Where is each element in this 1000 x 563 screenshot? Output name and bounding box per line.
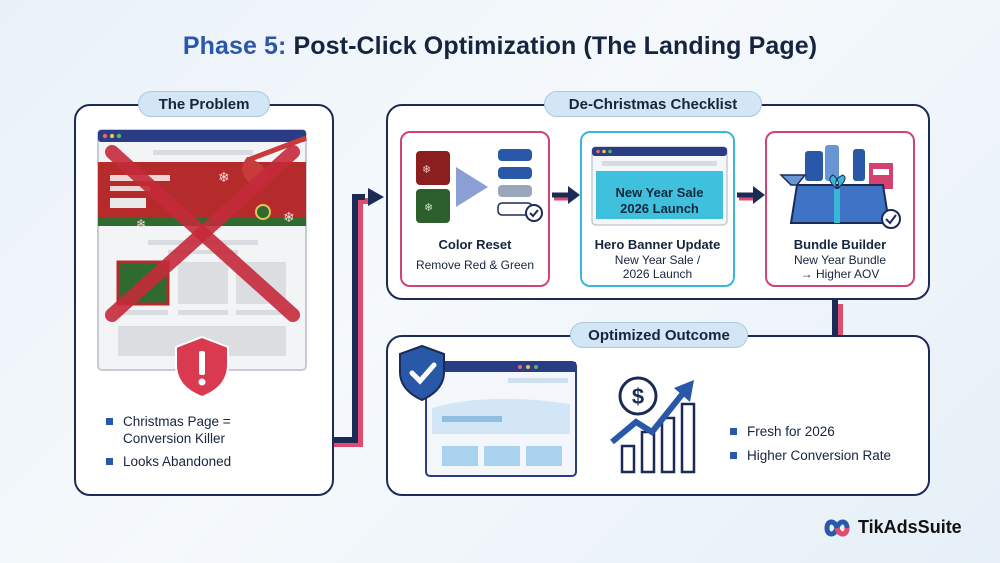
svg-text:❄: ❄	[424, 202, 433, 214]
outcome-bullet: Fresh for 2026	[730, 423, 920, 440]
cross-mark-line	[105, 145, 300, 322]
nav-line	[153, 150, 253, 155]
transform-arrow	[456, 167, 488, 207]
bottle-icon	[853, 149, 865, 181]
title-text: Post-Click Optimization (The Landing Pag…	[286, 32, 818, 60]
card-subtitle: Remove Red & Green	[415, 258, 535, 272]
problem-label: The Problem	[138, 91, 270, 117]
card-subtitle: New Year Sale /	[614, 253, 701, 267]
ornament-icon	[255, 204, 271, 220]
content-line	[236, 310, 286, 315]
bullet-marker	[106, 458, 113, 465]
bundle-box-illustration	[779, 145, 901, 229]
window-dot-red	[102, 133, 108, 139]
checklist-label: De-Christmas Checklist	[544, 91, 762, 117]
dollar-coin-icon	[618, 376, 658, 416]
bottle-icon	[805, 151, 823, 181]
outcome-label: Optimized Outcome	[570, 322, 748, 348]
bullet-text: Christmas Page = Conversion Killer	[123, 414, 231, 446]
content-line	[178, 310, 228, 315]
christmas-page-illustration: ❄ ❄ ❄	[97, 129, 307, 371]
browser-bar	[98, 130, 306, 142]
outcome-bullet: Higher Conversion Rate	[730, 447, 920, 464]
check-badge-icon	[525, 204, 543, 222]
bullet-text: Fresh for 2026	[747, 424, 835, 439]
brand-name: TikAdsSuite	[858, 517, 962, 537]
red-swatch	[416, 151, 450, 185]
grey-swatch	[498, 185, 532, 197]
problem-bullet: Christmas Page = Conversion Killer	[106, 413, 306, 447]
bullet-marker	[106, 418, 113, 425]
check-badge-icon	[881, 209, 901, 229]
banner-text-line-2	[110, 186, 150, 191]
arrow-card2-to-card3	[737, 186, 765, 204]
arrow-card1-to-card2	[552, 186, 580, 204]
snowflake-icon: ❄	[283, 209, 295, 225]
hero-banner-illustration	[591, 146, 728, 226]
bottle-icon	[825, 145, 839, 181]
green-swatch	[416, 189, 450, 223]
blue-swatch	[498, 149, 532, 161]
window-dot-green	[116, 133, 122, 139]
color-swatch-illustration: ❄ ❄	[416, 149, 543, 223]
card-subtitle: New Year Bundle	[793, 253, 887, 267]
hero-banner-card: New Year Sale 2026 Launch Hero Banner Up…	[580, 131, 735, 287]
hero-banner	[596, 171, 723, 219]
infinity-logo-icon	[824, 519, 850, 537]
banner-green-strip	[98, 218, 306, 226]
svg-text:❄: ❄	[422, 164, 431, 176]
svg-text:$: $	[632, 384, 644, 409]
bundle-builder-card: Bundle Builder New Year Bundle → Higher …	[765, 131, 915, 287]
product-tile	[178, 262, 228, 304]
banner-button	[110, 198, 146, 208]
shield-check-icon	[399, 344, 445, 402]
problem-bullet: Looks Abandoned	[106, 453, 306, 470]
color-reset-card: ❄ ❄ Color Reset Remove Red & Green	[400, 131, 550, 287]
banner-line-2: 2026 Launch	[620, 201, 699, 216]
window-dot-yellow	[109, 133, 115, 139]
card-title: Color Reset	[438, 237, 512, 252]
blue-swatch	[498, 167, 532, 179]
warning-shield-icon	[175, 335, 229, 399]
card-title: Hero Banner Update	[594, 237, 721, 252]
bullet-text: Looks Abandoned	[123, 454, 232, 469]
banner-line-1: New Year Sale	[615, 185, 704, 200]
bullet-text: Higher Conversion Rate	[747, 448, 892, 463]
bullet-marker	[730, 428, 737, 435]
growth-chart-icon: $	[610, 376, 696, 474]
snowflake-icon: ❄	[218, 169, 230, 185]
card-subtitle: 2026 Launch	[622, 267, 693, 281]
card-title: Bundle Builder	[793, 237, 887, 252]
card-subtitle: → Higher AOV	[800, 267, 880, 281]
content-line	[168, 250, 238, 254]
content-line	[118, 310, 168, 315]
page-title: Phase 5: Post-Click Optimization (The La…	[0, 32, 1000, 61]
arrowhead-checklist	[368, 188, 384, 206]
title-phase: Phase 5:	[182, 32, 287, 60]
optimized-page-illustration	[399, 344, 577, 477]
bullet-marker	[730, 452, 737, 459]
snowflake-icon: ❄	[136, 217, 146, 231]
